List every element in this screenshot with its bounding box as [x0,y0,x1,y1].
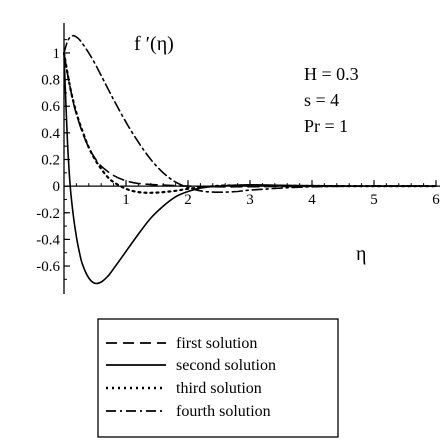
axes: 1 0.8 0.6 0.4 0.2 0 -0.2 -0.4 -0.6 1 2 3 4 5 6 [36,23,440,294]
series-line-second-solution [63,52,437,285]
y-tick-label: 0.6 [41,99,60,115]
x-tick-label: 3 [246,192,254,208]
y-tick-label: 0.4 [41,126,60,142]
annotation-block: H = 0.3 s = 4 Pr = 1 [304,64,359,136]
legend-label-fourth-solution: fourth solution [176,403,271,420]
y-axis-label: f ′(η) [134,33,174,55]
x-axis-label: η [356,243,366,265]
legend-label-first-solution: first solution [176,335,257,352]
series-line-fourth-solution [63,34,437,194]
legend: first solution second solution third solut… [97,318,339,438]
x-tick-label: 4 [308,192,316,208]
x-tick-label: 2 [184,192,192,208]
legend-label-third-solution: third solution [176,380,262,397]
y-tick-label: 0.2 [41,153,60,169]
y-tick-label: -0.2 [36,206,60,222]
y-tick-label: -0.4 [36,232,60,248]
legend-label-second-solution: second solution [176,357,276,374]
annotation-pr: Pr = 1 [304,116,348,136]
x-tick-label: 6 [432,192,440,208]
legend-box [97,318,339,438]
series-line-first-solution [63,52,437,188]
y-tick-label: 0 [53,179,61,195]
annotation-h: H = 0.3 [304,64,359,84]
x-tick-label: 5 [370,192,378,208]
x-tick-label: 1 [122,192,130,208]
series-line-third-solution [62,51,438,194]
y-tick-label: 0.8 [41,73,60,89]
series-lines [62,34,438,285]
y-tick-label: -0.6 [36,259,60,275]
y-tick-label: 1 [53,46,61,62]
annotation-s: s = 4 [304,90,339,110]
